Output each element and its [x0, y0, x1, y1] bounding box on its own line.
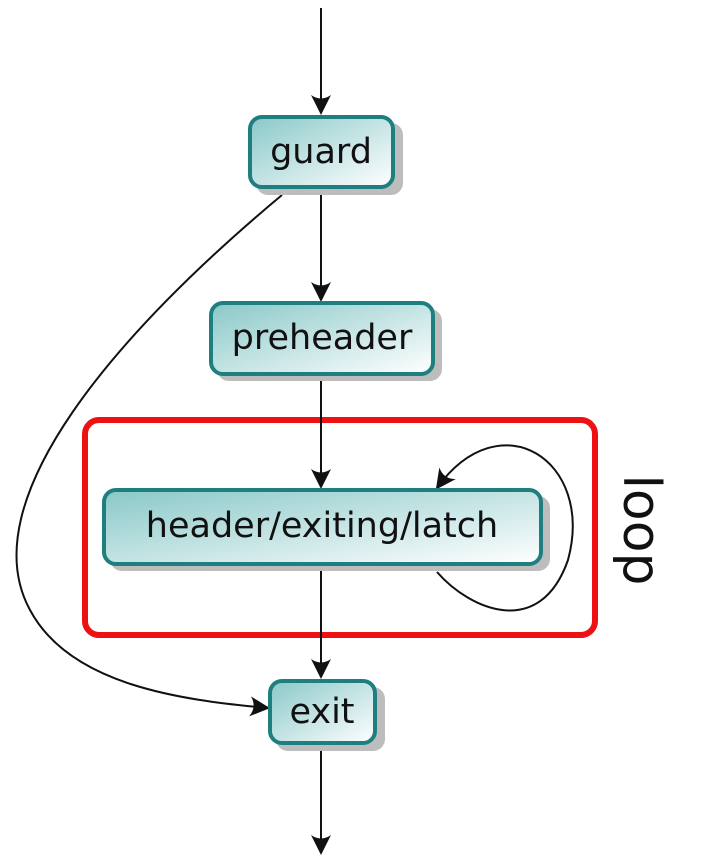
node-header-label: header/exiting/latch: [146, 506, 498, 546]
node-header-exiting-latch: header/exiting/latch: [102, 488, 550, 571]
loop-region-box: [82, 417, 598, 638]
node-guard: guard: [248, 115, 403, 195]
node-exit: exit: [268, 679, 385, 751]
node-preheader: preheader: [209, 301, 442, 381]
loop-label: loop: [611, 474, 671, 585]
edge-guard-to-exit: [15, 194, 283, 717]
node-exit-label: exit: [289, 692, 354, 732]
node-preheader-label: preheader: [232, 318, 413, 358]
node-guard-label: guard: [270, 132, 372, 172]
edge-latch-backedge: [435, 444, 574, 612]
